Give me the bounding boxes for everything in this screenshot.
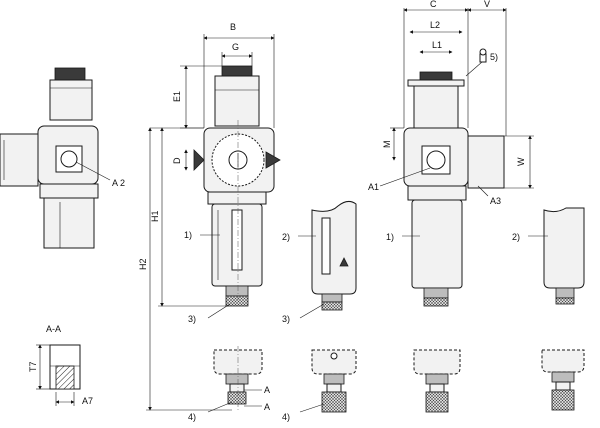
drain-detail-1 xyxy=(213,346,263,410)
label-m: M xyxy=(382,141,392,149)
label-a3: A3 xyxy=(490,196,501,206)
label-e1: E1 xyxy=(172,91,182,102)
leader-lines xyxy=(75,61,548,413)
dimensions-main xyxy=(146,34,275,411)
bowl-view-2-right xyxy=(543,207,585,305)
key-icon xyxy=(479,48,487,63)
front-view-main xyxy=(193,65,281,307)
front-view-right xyxy=(403,48,505,307)
label-2-main: 2) xyxy=(282,232,290,242)
label-3-main: 3) xyxy=(188,314,196,324)
label-a1: A1 xyxy=(368,182,379,192)
label-section-aa: A-A xyxy=(46,324,61,334)
label-g: G xyxy=(232,42,239,52)
label-c: C xyxy=(430,0,437,9)
bowl-view-2 xyxy=(311,200,357,311)
detail-section-aa xyxy=(36,344,81,406)
label-v: V xyxy=(484,0,490,9)
label-h2: H2 xyxy=(138,258,148,270)
label-b: B xyxy=(230,22,236,32)
label-h1: H1 xyxy=(150,210,160,222)
dimensions-right xyxy=(390,8,534,189)
label-section-a-top: A xyxy=(264,385,270,395)
label-w: W xyxy=(516,157,526,166)
drain-detail-4 xyxy=(541,349,585,411)
label-section-a-bot: A xyxy=(264,402,270,412)
label-4-bowl: 4) xyxy=(282,412,290,422)
drain-detail-3 xyxy=(413,349,461,413)
label-2-right: 2) xyxy=(512,232,520,242)
label-a7: A7 xyxy=(82,396,93,406)
label-5: 5) xyxy=(490,52,498,62)
label-1-main: 1) xyxy=(184,230,192,240)
label-d: D xyxy=(172,157,182,164)
label-1-right: 1) xyxy=(386,232,394,242)
label-l1: L1 xyxy=(432,40,442,50)
drain-detail-2 xyxy=(311,349,357,413)
label-l2: L2 xyxy=(430,20,440,30)
label-t7: T7 xyxy=(28,361,38,372)
label-4-main: 4) xyxy=(188,412,196,422)
label-a2: A 2 xyxy=(112,178,125,188)
label-3-bowl: 3) xyxy=(282,314,290,324)
side-view-left xyxy=(0,67,99,249)
labels: B G C V L2 L1 5) E1 D H1 H2 M W A1 A 2 A… xyxy=(28,0,526,422)
